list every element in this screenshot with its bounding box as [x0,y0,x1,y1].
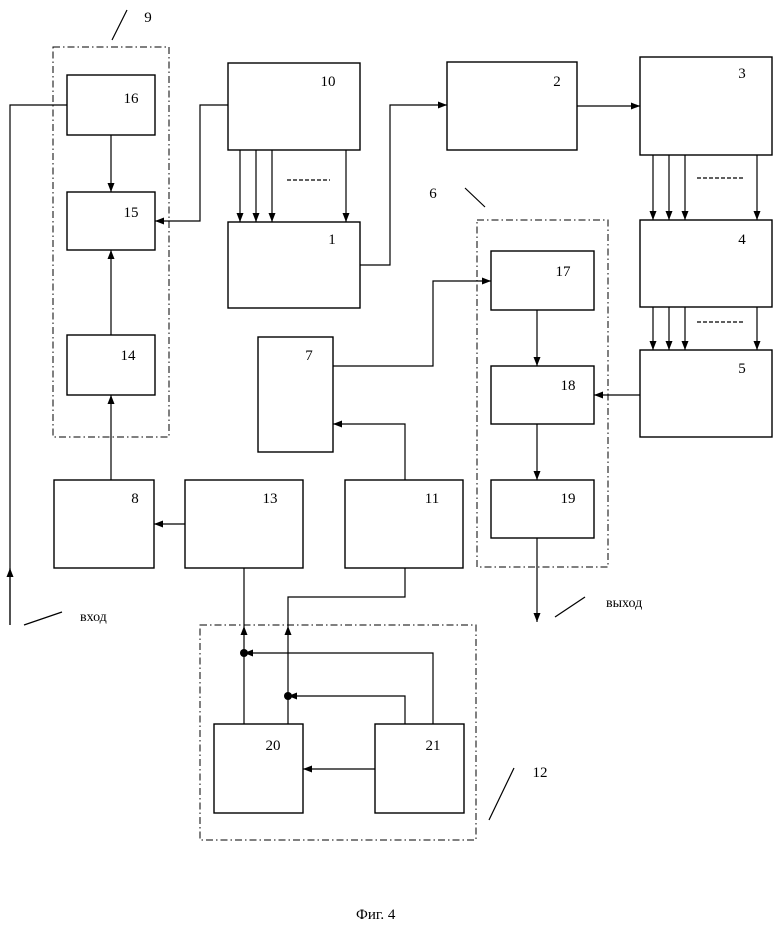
group-9-label: 9 [144,10,152,26]
group-6-leader [465,188,485,207]
group-6-label: 6 [429,186,437,202]
block-20: 20 [214,724,303,813]
block-1-label: 1 [328,232,336,248]
block-21-label: 21 [426,738,441,754]
block-10: 10 [228,63,360,150]
block-19: 19 [491,480,594,538]
block-21: 21 [375,724,464,813]
block-20-label: 20 [266,738,281,754]
block-4-label: 4 [738,232,746,248]
block-8-label: 8 [131,491,139,507]
block-13-label: 13 [263,491,278,507]
block-7: 7 [258,337,333,452]
block-5: 5 [640,350,772,437]
block-11: 11 [345,480,463,568]
output-label: выход [606,596,642,611]
block-2: 2 [447,62,577,150]
group-12-leader [489,768,514,820]
block-18: 18 [491,366,594,424]
block-15-label: 15 [124,205,139,221]
block-3: 3 [640,57,772,155]
block-4: 4 [640,220,772,307]
group-12-label: 12 [533,765,548,781]
block-3-label: 3 [738,66,746,82]
block-8: 8 [54,480,154,568]
block-11-label: 11 [425,491,439,507]
input-label: вход [80,610,107,625]
block-17-label: 17 [556,264,572,280]
block-14: 14 [67,335,155,395]
block-19-label: 19 [561,491,576,507]
block-2-label: 2 [553,74,561,90]
block-18-label: 18 [561,378,576,394]
block-1: 1 [228,222,360,308]
block-16-label: 16 [124,91,140,107]
block-14-label: 14 [121,348,137,364]
block-15: 15 [67,192,155,250]
block-13: 13 [185,480,303,568]
block-7-label: 7 [305,348,313,364]
block-16: 16 [67,75,155,135]
figure-caption: Фиг. 4 [356,907,396,923]
block-5-label: 5 [738,361,746,377]
block-10-label: 10 [321,74,336,90]
block-17: 17 [491,251,594,310]
group-9-leader [112,10,127,40]
